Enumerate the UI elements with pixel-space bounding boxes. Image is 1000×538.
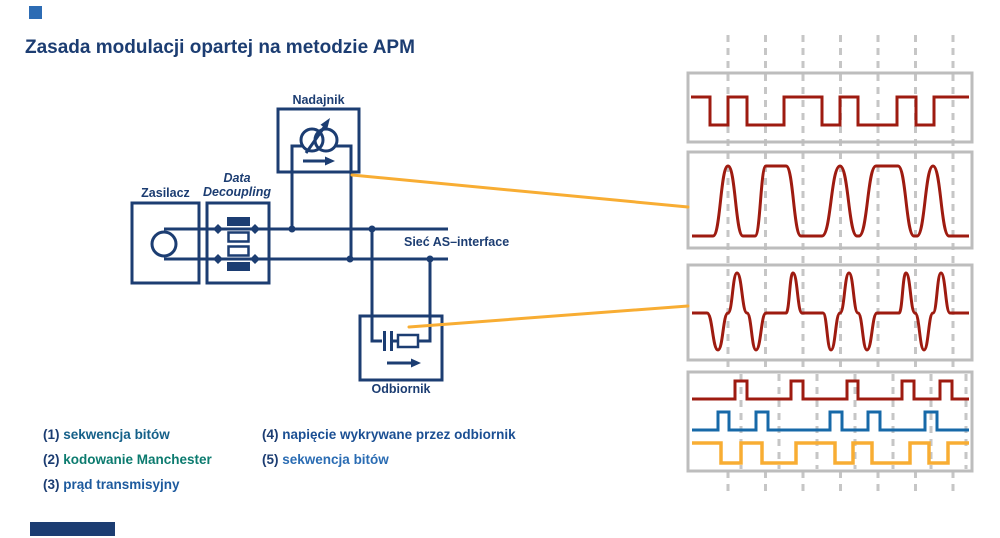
inductor-icon xyxy=(227,217,250,226)
resistor-icon xyxy=(396,333,420,349)
manchester-waveform xyxy=(691,95,969,127)
page-title: Zasada modulacji opartej na metodzie APM xyxy=(25,37,415,58)
waveform-panel-4-frame xyxy=(686,370,974,473)
junction-dot xyxy=(288,225,296,233)
as-interface-label: Sieć AS–interface xyxy=(404,235,510,249)
data-decoupling-label-line1: Data xyxy=(223,171,251,185)
legend-item-2: (2) kodowanie Manchester xyxy=(43,452,212,467)
zasilacz-box xyxy=(130,201,201,285)
connector-diamond-icon xyxy=(213,224,223,234)
legend-item-3: (3) prąd transmisyjny xyxy=(43,477,180,492)
data-decoupling-label: Data Decoupling xyxy=(197,171,277,199)
inductor-icon xyxy=(227,231,250,243)
current-source-icon xyxy=(313,127,339,153)
current-source-arrow xyxy=(304,125,327,154)
zasilacz-label: Zasilacz xyxy=(141,186,190,200)
junction-dot xyxy=(346,255,354,263)
inductor-icon xyxy=(227,262,250,271)
waveform-panel-1-frame xyxy=(686,71,974,144)
legend-label: prąd transmisyjny xyxy=(63,477,180,492)
nadajnik-box xyxy=(276,107,361,174)
negative-pulse-waveform xyxy=(692,410,969,432)
connector-diamond-icon xyxy=(250,224,260,234)
arrowhead-icon xyxy=(411,358,421,368)
data-decoupling-box xyxy=(205,201,271,285)
voltage-waveform xyxy=(692,271,969,352)
power-source-icon xyxy=(150,230,178,258)
callout-line-receiver xyxy=(407,304,690,329)
legend-number: (3) xyxy=(43,477,60,492)
junction-dot xyxy=(426,255,434,263)
connector-diamond-icon xyxy=(250,254,260,264)
legend-number: (5) xyxy=(262,452,279,467)
legend-item-4: (4) napięcie wykrywane przez odbiornik xyxy=(262,427,516,442)
odbiornik-lead-left xyxy=(370,229,382,343)
odbiornik-box xyxy=(358,314,444,382)
data-decoupling-label-line2: Decoupling xyxy=(202,185,272,199)
legend-label: napięcie wykrywane przez odbiornik xyxy=(282,427,516,442)
connector-diamond-icon xyxy=(213,254,223,264)
nadajnik-label: Nadajnik xyxy=(292,93,345,107)
current-waveform xyxy=(692,164,969,238)
current-source-icon xyxy=(299,127,325,153)
callout-line-transmitter xyxy=(350,173,690,209)
legend-number: (1) xyxy=(43,427,60,442)
legend-item-1: (1) sekwencja bitów xyxy=(43,427,170,442)
legend-label: sekwencja bitów xyxy=(63,427,170,442)
legend-number: (4) xyxy=(262,427,279,442)
junction-dot xyxy=(368,225,376,233)
arrowhead-icon xyxy=(320,118,330,130)
legend-number: (2) xyxy=(43,452,60,467)
waveform-panel-3-frame xyxy=(686,263,974,362)
footer-brand-bar xyxy=(30,522,115,536)
waveform-panel-2-frame xyxy=(686,150,974,250)
inductor-icon xyxy=(227,245,250,257)
legend-label: sekwencja bitów xyxy=(282,452,389,467)
positive-pulse-waveform xyxy=(692,379,969,401)
odbiornik-label: Odbiornik xyxy=(371,382,431,396)
arrowhead-icon xyxy=(325,156,335,166)
nadajnik-lead-left xyxy=(290,144,303,229)
legend-label: kodowanie Manchester xyxy=(63,452,212,467)
legend-item-5: (5) sekwencja bitów xyxy=(262,452,389,467)
nadajnik-lead-right xyxy=(335,144,353,259)
odbiornik-lead-right xyxy=(418,259,432,343)
bitstream-waveform xyxy=(692,441,969,465)
brand-corner-square xyxy=(29,6,42,19)
